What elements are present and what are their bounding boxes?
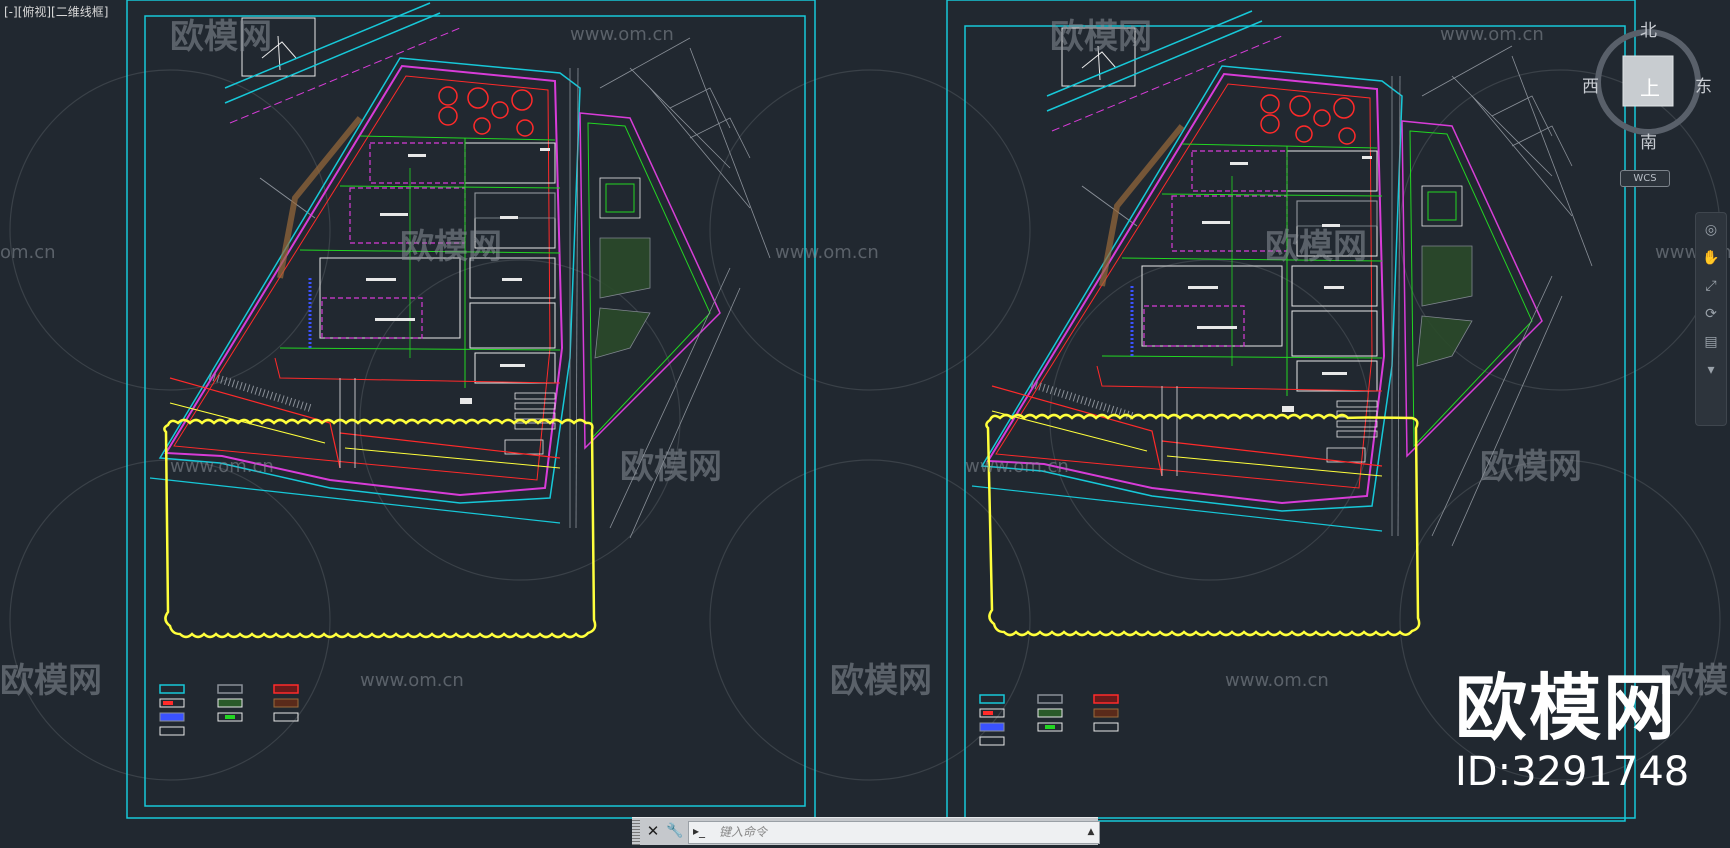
wm-logo-3: 欧模网 (400, 227, 502, 267)
wm-site-2: www.om.cn (1440, 24, 1544, 45)
command-prompt-icon[interactable]: ▸_ (693, 824, 706, 838)
wm-logo-5: 欧模网 (620, 447, 722, 487)
orbit-icon[interactable]: ⟳ (1705, 306, 1717, 322)
viewcube-ring[interactable] (1595, 29, 1701, 135)
wm-logo-9: 欧模网 (1660, 661, 1730, 701)
right-sheet[interactable] (946, 0, 1636, 822)
revision-cloud-left (163, 418, 597, 639)
compass-east[interactable]: 东 (1695, 77, 1712, 97)
wm-site-9: www.om.cn (1225, 670, 1329, 691)
brand-watermark: 欧模网 ID:3291748 (1455, 668, 1715, 796)
revision-cloud-right (985, 413, 1421, 637)
command-history-arrow-icon[interactable]: ▲ (1087, 827, 1095, 837)
zoom-icon[interactable]: ⤢ (1705, 278, 1717, 294)
wm-logo-6: 欧模网 (1480, 447, 1582, 487)
command-input-box[interactable]: ▸_ ▲ (688, 821, 1100, 844)
customize-wrench-icon[interactable]: 🔧 (666, 823, 684, 839)
wm-logo-1: 欧模网 (170, 17, 272, 57)
compass-north[interactable]: 北 (1640, 21, 1657, 41)
wm-site-7: www.om.cn (965, 456, 1069, 477)
wm-logo-8: 欧模网 (830, 661, 932, 701)
wcs-menu[interactable]: WCS (1620, 170, 1670, 187)
left-sheet[interactable] (126, 0, 816, 819)
showmotion-icon[interactable]: ▤ (1704, 334, 1718, 350)
watermark-text: 欧模网 www.om.cn 欧模网 www.om.cn om.cn 欧模网 ww… (0, 17, 1730, 701)
viewcube-top-face[interactable] (1622, 55, 1674, 107)
command-line: ✕ 🔧 ▸_ ▲ (632, 817, 1100, 845)
brand-name: 欧模网 (1455, 666, 1678, 750)
compass-south[interactable]: 南 (1640, 133, 1657, 153)
steering-wheel-icon[interactable]: ◎ (1704, 222, 1718, 238)
wm-site-8: www.om.cn (360, 670, 464, 691)
wm-logo-4: 欧模网 (1265, 227, 1367, 267)
viewcube[interactable]: 北 南 东 西 上 (1582, 20, 1712, 153)
watermark-pattern (9, 69, 1721, 781)
wm-site-4: www.om.cn (775, 242, 879, 263)
command-line-grip[interactable] (632, 818, 640, 845)
nav-bar-menu-icon[interactable]: ▾ (1707, 362, 1715, 378)
close-icon[interactable]: ✕ (646, 822, 660, 840)
navigation-bar[interactable]: ◎ ✋ ⤢ ⟳ ▤ ▾ (1695, 212, 1727, 426)
wm-site-3: om.cn (0, 242, 56, 263)
brand-id: ID:3291748 (1455, 749, 1690, 795)
wm-site-1: www.om.cn (570, 24, 674, 45)
pan-icon[interactable]: ✋ (1702, 250, 1720, 266)
wm-site-6: www.om.cn (170, 456, 274, 477)
viewcube-face-label[interactable]: 上 (1640, 76, 1660, 100)
command-input[interactable] (719, 823, 1079, 840)
compass-west[interactable]: 西 (1582, 77, 1599, 97)
viewport-controls-label[interactable]: [-][俯视][二维线框] (4, 5, 109, 19)
wm-logo-7: 欧模网 (0, 661, 102, 701)
wm-logo-2: 欧模网 (1050, 17, 1152, 57)
